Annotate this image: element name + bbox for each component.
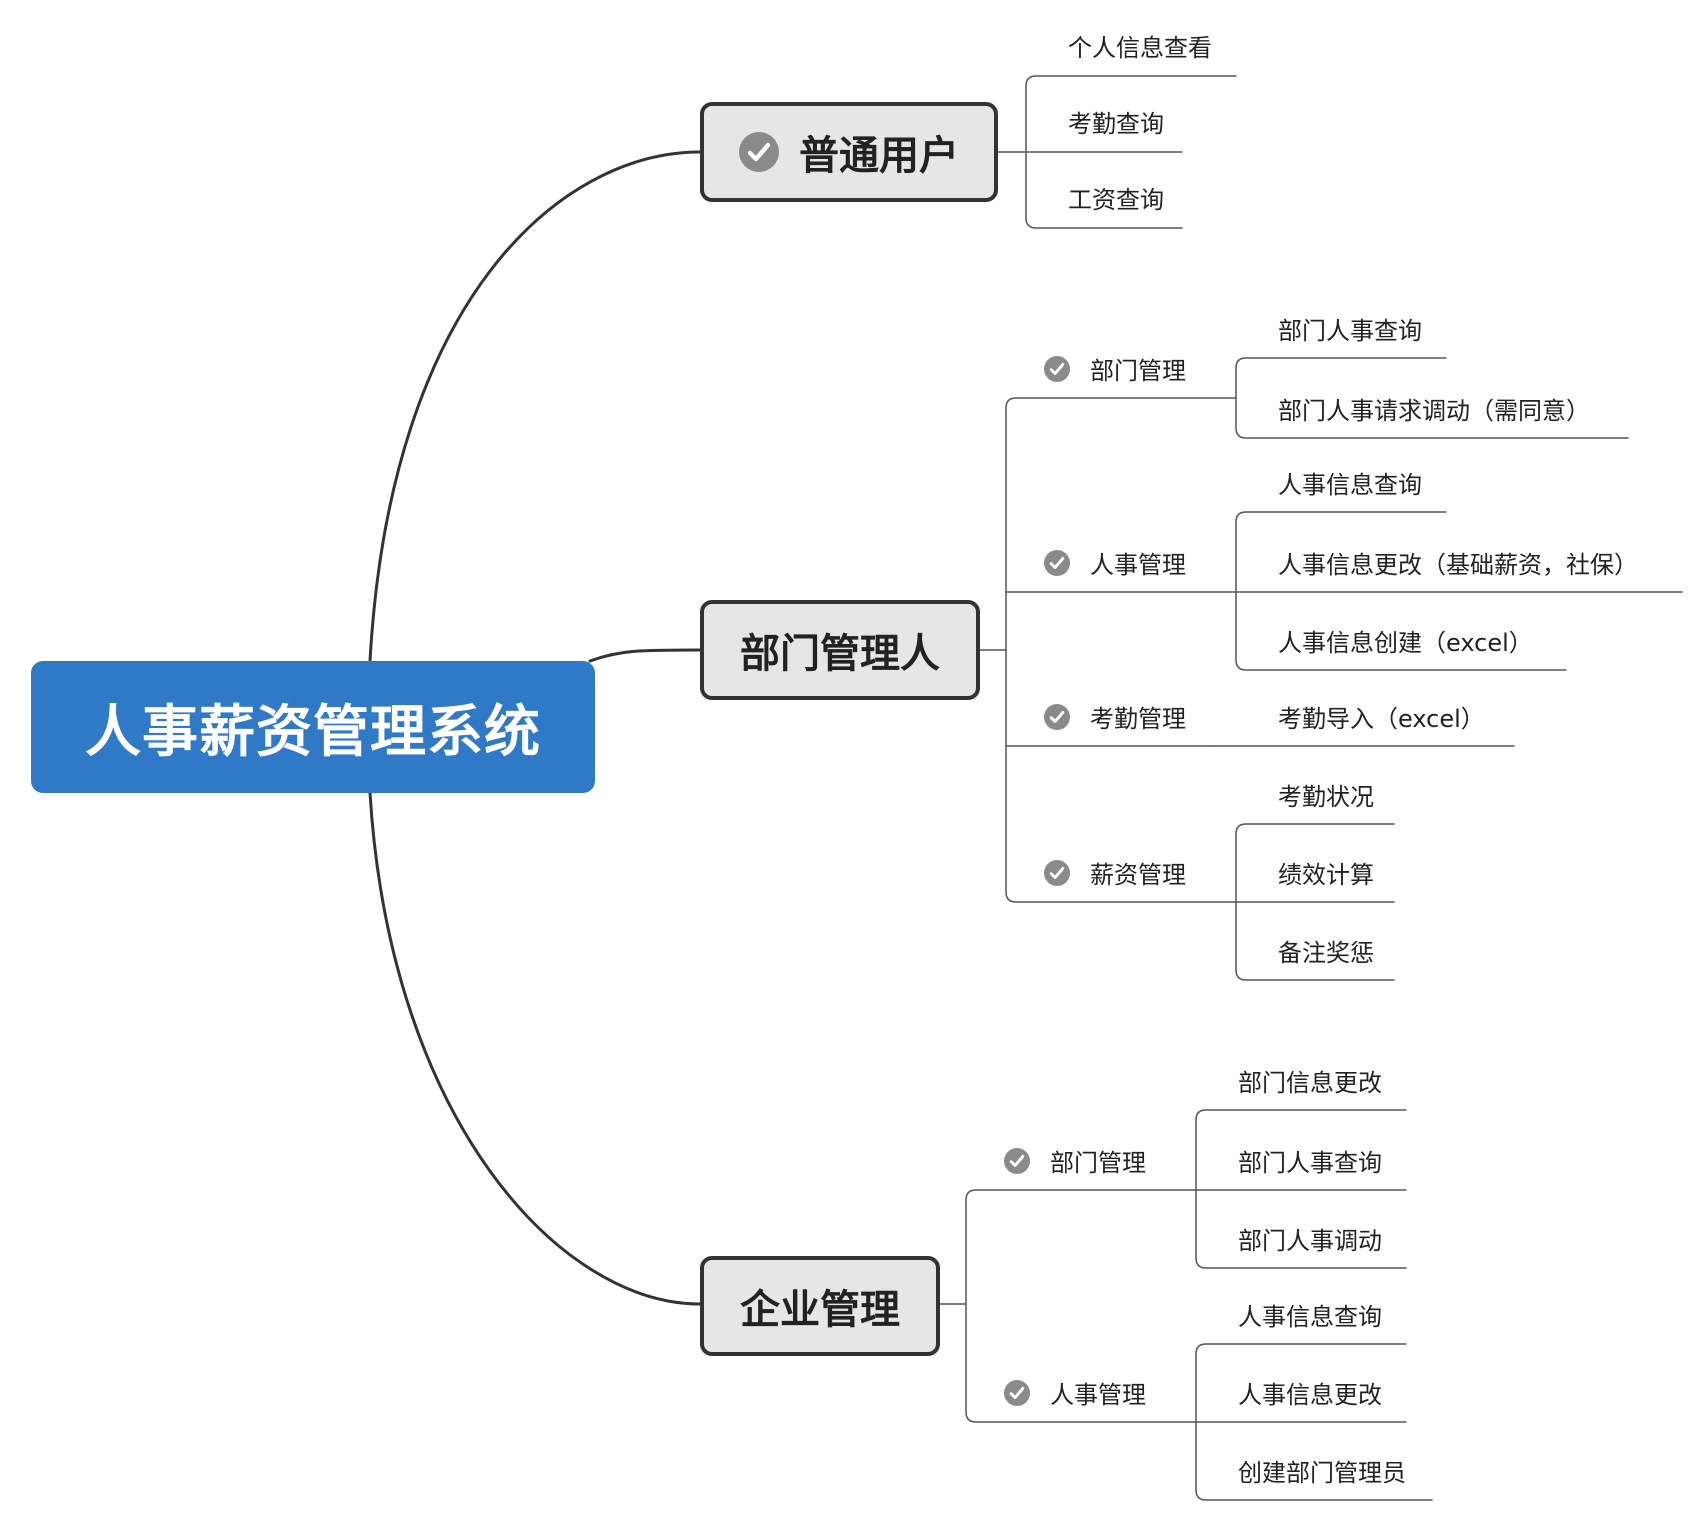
subtopic-label: 部门管理 [1090,357,1186,385]
check-circle-icon [1044,703,1070,730]
subtopic-dept-salary[interactable]: 薪资管理 [1044,855,1186,890]
leaf-ent-1-3[interactable]: 部门人事调动 [1238,1227,1382,1255]
check-circle-icon [739,132,779,172]
branch-line-ent [368,791,702,1306]
topic-enterprise[interactable]: 企业管理 [700,1256,940,1356]
leaf-dept-1-1[interactable]: 部门人事查询 [1278,317,1422,345]
topic-user-label: 普通用户 [799,133,959,179]
topic-user[interactable]: 普通用户 [700,102,998,202]
subtopic-ent-department[interactable]: 部门管理 [1004,1143,1146,1178]
leaf-dept-3-1[interactable]: 考勤导入（excel） [1278,705,1485,733]
leaf-ent-1-2[interactable]: 部门人事查询 [1238,1149,1382,1177]
leaf-ent-2-2[interactable]: 人事信息更改 [1238,1381,1382,1409]
subtopic-dept-personnel[interactable]: 人事管理 [1044,545,1186,580]
leaf-user-1[interactable]: 个人信息查看 [1068,34,1212,62]
leaf-ent-2-3[interactable]: 创建部门管理员 [1238,1459,1406,1487]
root-topic[interactable]: 人事薪资管理系统 [31,661,595,793]
subtopic-dept-department[interactable]: 部门管理 [1044,351,1186,386]
leaf-dept-1-2[interactable]: 部门人事请求调动（需同意） [1278,397,1590,425]
topic-dept[interactable]: 部门管理人 [700,600,980,700]
root-topic-label: 人事薪资管理系统 [85,699,541,765]
check-circle-icon [1004,1379,1030,1406]
check-circle-icon [1044,355,1070,382]
subtopic-label: 人事管理 [1090,551,1186,579]
check-circle-icon [1044,859,1070,886]
branch-line-dept [588,648,702,663]
leaf-ent-2-1[interactable]: 人事信息查询 [1238,1303,1382,1331]
subtopic-label: 人事管理 [1050,1381,1146,1409]
leaf-dept-4-3[interactable]: 备注奖惩 [1278,939,1374,967]
subtopic-label: 部门管理 [1050,1149,1146,1177]
subtopic-ent-personnel[interactable]: 人事管理 [1004,1375,1146,1410]
leaf-dept-2-3[interactable]: 人事信息创建（excel） [1278,629,1533,657]
branch-line-user [368,150,702,663]
subtopic-label: 考勤管理 [1090,705,1186,733]
topic-dept-label: 部门管理人 [740,631,940,677]
leaf-dept-2-2[interactable]: 人事信息更改（基础薪资，社保） [1278,551,1638,579]
check-circle-icon [1044,549,1070,576]
check-circle-icon [1004,1147,1030,1174]
leaf-ent-1-1[interactable]: 部门信息更改 [1238,1069,1382,1097]
leaf-dept-4-1[interactable]: 考勤状况 [1278,783,1374,811]
topic-enterprise-label: 企业管理 [740,1287,900,1333]
leaf-user-2[interactable]: 考勤查询 [1068,110,1164,138]
subtopic-label: 薪资管理 [1090,861,1186,889]
subtopic-dept-attendance[interactable]: 考勤管理 [1044,699,1186,734]
leaf-dept-4-2[interactable]: 绩效计算 [1278,861,1374,889]
leaf-dept-2-1[interactable]: 人事信息查询 [1278,471,1422,499]
leaf-user-3[interactable]: 工资查询 [1068,186,1164,214]
